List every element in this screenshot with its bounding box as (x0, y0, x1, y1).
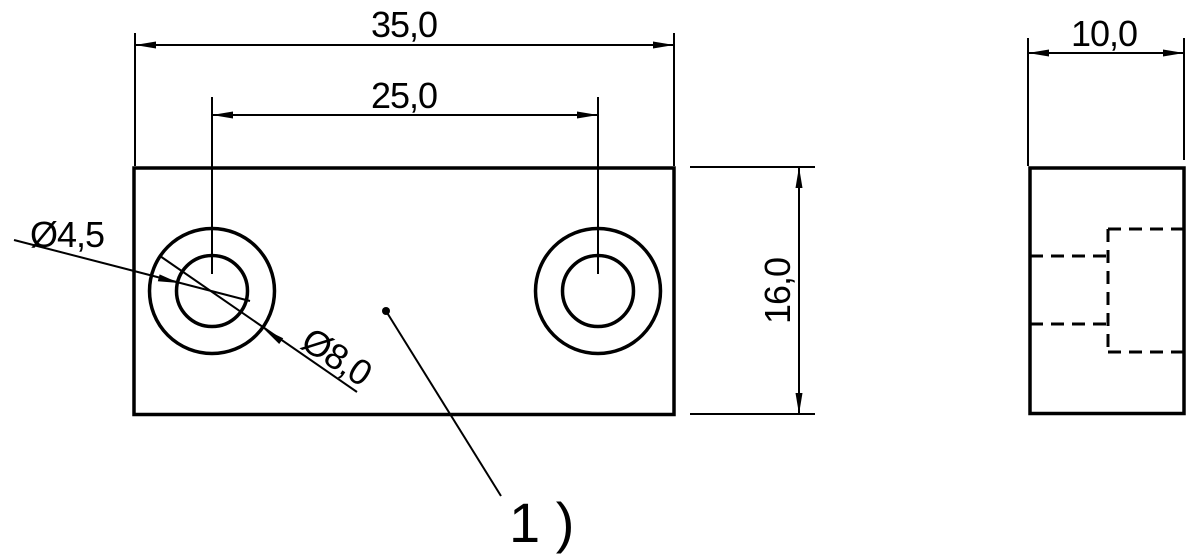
side-view-outline (1028, 166, 1186, 416)
front-view-outline (132, 166, 676, 417)
leader-line (159, 255, 358, 393)
dim-overall-width-label: 35,0 (371, 4, 437, 45)
arrowhead-right (653, 41, 674, 49)
arrowhead-left (212, 111, 233, 119)
arrowhead-top (795, 167, 803, 188)
arrowhead-right (1163, 49, 1184, 57)
arrowhead-bottom (795, 393, 803, 414)
dim-small-hole-label: Ø4,5 (30, 214, 104, 255)
side-view (1028, 166, 1186, 416)
dim-height: 16,0 (690, 166, 815, 415)
callout-1: 1 ) (382, 307, 574, 554)
arrowhead-right (577, 111, 598, 119)
arrowhead (157, 274, 179, 283)
dim-depth: 10,0 (1027, 13, 1185, 166)
callout-leader-line (385, 310, 502, 497)
arrowhead (264, 329, 284, 344)
dim-hole-spacing-label: 25,0 (371, 75, 437, 116)
arrowhead-left (1028, 49, 1049, 57)
dim-hole-spacing: 25,0 (211, 75, 599, 274)
dim-height-label: 16,0 (757, 258, 798, 324)
dim-large-hole-diameter: Ø8,0 (159, 255, 379, 394)
dim-depth-label: 10,0 (1071, 13, 1137, 54)
arrowhead-left (135, 41, 156, 49)
callout-label: 1 ) (509, 491, 574, 554)
dim-large-hole-label: Ø8,0 (295, 319, 379, 394)
dim-overall-width: 35,0 (134, 4, 675, 166)
